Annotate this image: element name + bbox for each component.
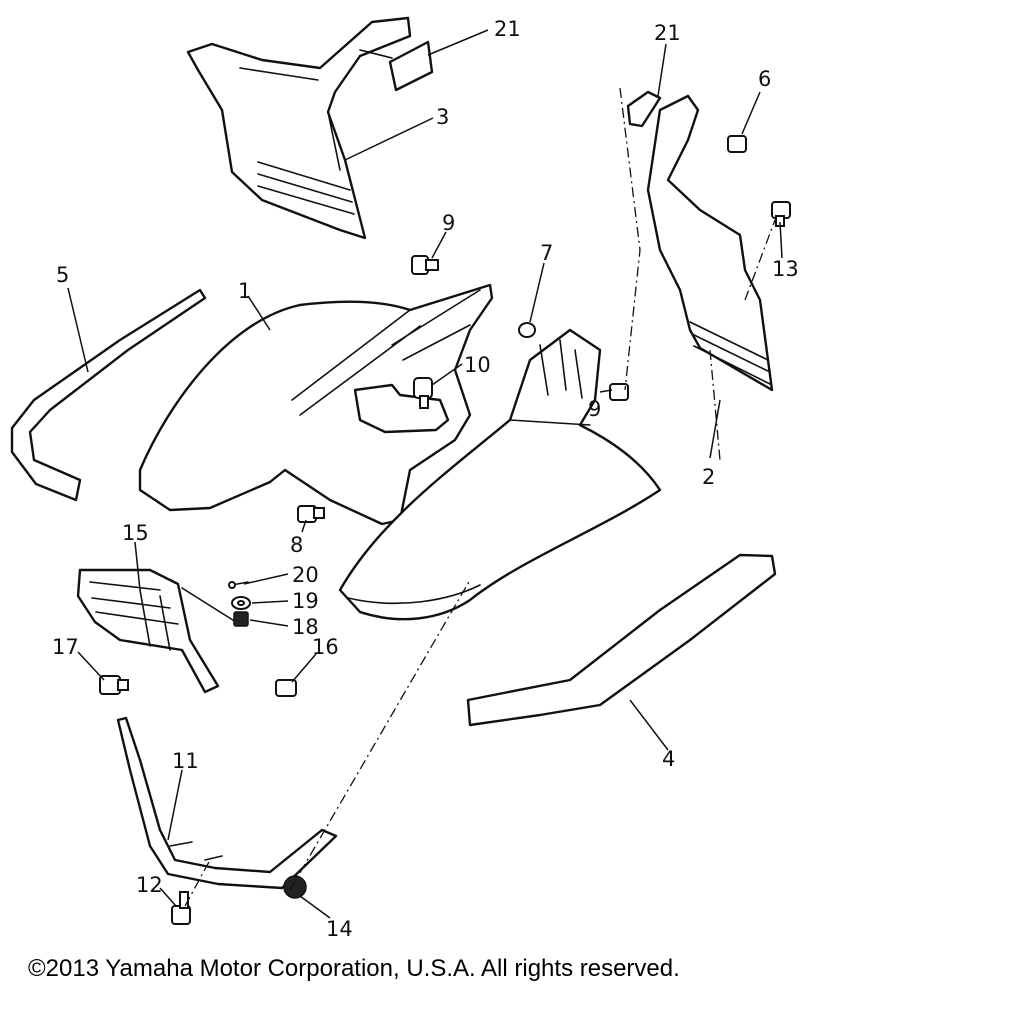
callout-8: 8 bbox=[290, 533, 303, 557]
part-21-pad-right bbox=[626, 90, 662, 128]
callout-18: 18 bbox=[292, 615, 319, 639]
pin-part-20 bbox=[228, 581, 249, 589]
callout-20: 20 bbox=[292, 563, 319, 587]
alignment-line-bolt-13 bbox=[744, 219, 776, 301]
callout-12: 12 bbox=[136, 873, 163, 897]
washer-part-19 bbox=[231, 596, 251, 610]
leader-lines bbox=[67, 29, 783, 919]
callout-15: 15 bbox=[122, 521, 149, 545]
callout-9-middle: 9 bbox=[588, 397, 601, 421]
part-15-rear-rack bbox=[76, 568, 237, 694]
part-21-pad-left bbox=[359, 40, 434, 92]
callout-19: 19 bbox=[292, 589, 319, 613]
bolt-part-16 bbox=[275, 679, 297, 697]
part-2-right-side-cover bbox=[646, 94, 774, 392]
callout-21-right: 21 bbox=[654, 21, 681, 45]
callout-13: 13 bbox=[772, 257, 799, 281]
callout-7: 7 bbox=[540, 241, 553, 265]
part-1-front-fender bbox=[338, 328, 662, 621]
cap-part-14 bbox=[283, 875, 307, 899]
callout-5: 5 bbox=[56, 263, 69, 287]
part-11-grab-bar bbox=[116, 716, 338, 890]
callout-10: 10 bbox=[464, 353, 491, 377]
callout-4: 4 bbox=[662, 747, 675, 771]
bolt-part-6 bbox=[727, 135, 747, 153]
callout-2: 2 bbox=[702, 465, 715, 489]
copyright-notice: ©2013 Yamaha Motor Corporation, U.S.A. A… bbox=[28, 955, 680, 982]
callout-9-top: 9 bbox=[442, 211, 455, 235]
callout-3: 3 bbox=[436, 105, 449, 129]
bolt-part-13 bbox=[771, 201, 791, 227]
callout-11: 11 bbox=[172, 749, 199, 773]
bolt-part-9-middle bbox=[609, 383, 629, 401]
part-1-rear-fender bbox=[138, 283, 494, 526]
callout-6: 6 bbox=[758, 67, 771, 91]
callout-21-left: 21 bbox=[494, 17, 521, 41]
part-3-left-side-cover bbox=[186, 16, 412, 240]
fastener-part-10 bbox=[413, 377, 433, 409]
callout-14: 14 bbox=[326, 917, 353, 941]
part-4-right-mud-flap bbox=[466, 553, 777, 727]
callout-17: 17 bbox=[52, 635, 79, 659]
bolt-part-8 bbox=[297, 505, 325, 523]
alignment-line-part-12 bbox=[184, 859, 211, 907]
bolt-part-17 bbox=[99, 675, 129, 695]
bolt-part-9-top bbox=[411, 255, 439, 275]
alignment-line-part-2 bbox=[709, 349, 721, 461]
callout-1: 1 bbox=[238, 279, 251, 303]
nut-part-18 bbox=[233, 611, 249, 627]
alignment-line-right-cover bbox=[619, 87, 641, 391]
part-5-left-mud-flap bbox=[10, 288, 207, 502]
bolt-part-12 bbox=[171, 891, 191, 925]
callout-16: 16 bbox=[312, 635, 339, 659]
grommet-part-7 bbox=[518, 322, 536, 338]
